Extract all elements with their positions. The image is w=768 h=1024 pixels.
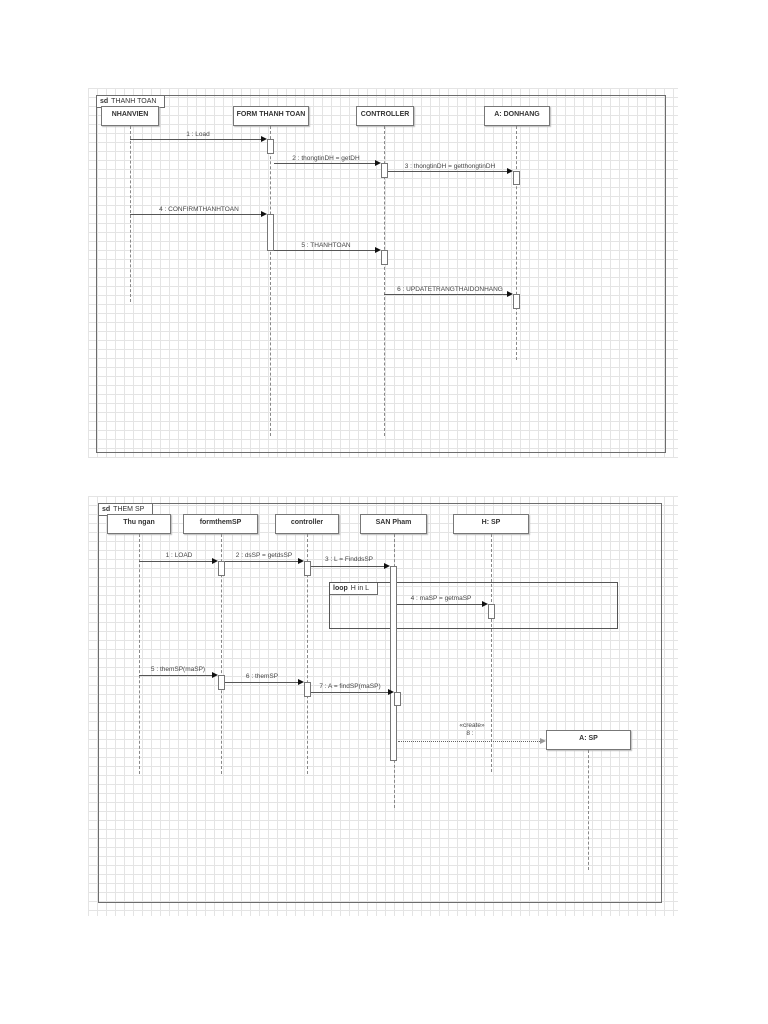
- message-arrow: [130, 139, 261, 140]
- lifeline-san-pham[interactable]: SAN Pham: [360, 514, 427, 534]
- message-label: 1 : LOAD: [165, 552, 193, 559]
- lifeline-dash: [491, 534, 492, 772]
- message-label: 5 : THANHTOAN: [301, 242, 351, 249]
- message-arrow: [384, 294, 507, 295]
- arrowhead-icon: [298, 558, 304, 564]
- activation-bar: [488, 604, 495, 619]
- loop-keyword: loop: [333, 585, 348, 592]
- message-arrow: [225, 561, 298, 562]
- activation-bar: [394, 692, 401, 706]
- lifeline-formthemsp[interactable]: formthemSP: [183, 514, 258, 534]
- lifeline-controller[interactable]: CONTROLLER: [356, 106, 414, 126]
- lifeline-controller[interactable]: controller: [275, 514, 339, 534]
- frame-keyword: sd: [100, 98, 109, 105]
- message-arrow: [225, 682, 298, 683]
- message-arrow: [397, 604, 482, 605]
- loop-guard: H in L: [350, 585, 370, 592]
- lifeline-a-donhang[interactable]: A: DONHANG: [484, 106, 550, 126]
- activation-bar: [267, 214, 274, 251]
- arrowhead-icon: [261, 136, 267, 142]
- activation-bar: [513, 171, 520, 185]
- arrowhead-icon: [507, 291, 513, 297]
- arrowhead-icon: [298, 679, 304, 685]
- activation-bar: [381, 163, 388, 178]
- arrowhead-icon: [212, 558, 218, 564]
- lifeline-dash: [516, 126, 517, 360]
- message-arrow: [311, 692, 388, 693]
- message-arrow: [139, 561, 212, 562]
- message-arrow: [274, 250, 375, 251]
- lifeline-h-sp[interactable]: H: SP: [453, 514, 529, 534]
- activation-bar: [218, 675, 225, 690]
- arrowhead-icon: [388, 689, 394, 695]
- arrowhead-icon: [375, 160, 381, 166]
- activation-bar-san-pham: [390, 566, 397, 761]
- arrowhead-icon: [375, 247, 381, 253]
- frame-keyword: sd: [102, 506, 111, 513]
- activation-bar: [267, 139, 274, 154]
- frame-title: THANH TOAN: [111, 98, 157, 105]
- message-arrow: [388, 171, 507, 172]
- message-label: 8 :: [466, 730, 474, 737]
- activation-bar: [218, 561, 225, 576]
- arrowhead-icon: [384, 563, 390, 569]
- arrowhead-icon: [482, 601, 488, 607]
- arrowhead-icon: [507, 168, 513, 174]
- message-label: 2 : thongtinDH = getDH: [292, 155, 360, 162]
- message-arrow: [311, 566, 384, 567]
- diagram-canvas-thanh-toan: [88, 88, 678, 458]
- message-label: 2 : dsSP = getdsSP: [235, 552, 293, 559]
- message-label: 4 : maSP = getmaSP: [410, 595, 472, 602]
- message-label: 5 : themSP(maSP): [150, 666, 206, 673]
- create-message-arrow: [398, 741, 540, 742]
- message-label: 6 : themSP: [245, 673, 279, 680]
- activation-bar: [304, 682, 311, 697]
- message-label: 7 : A = findSP(maSP): [319, 683, 381, 690]
- activation-bar: [304, 561, 311, 576]
- message-label: 4 : CONFIRMTHANHTOAN: [159, 206, 239, 213]
- arrowhead-icon: [212, 672, 218, 678]
- lifeline-dash: [307, 534, 308, 774]
- lifeline-nhanvien[interactable]: NHANVIEN: [101, 106, 159, 126]
- message-arrow: [139, 675, 212, 676]
- open-arrowhead-icon: [540, 738, 546, 744]
- lifeline-dash: [139, 534, 140, 774]
- arrowhead-icon: [261, 211, 267, 217]
- lifeline-dash: [588, 750, 589, 870]
- frame-title: THEM SP: [113, 506, 145, 513]
- lifeline-form-thanh-toan[interactable]: FORM THANH TOAN: [233, 106, 309, 126]
- lifeline-dash: [221, 534, 222, 774]
- lifeline-dash: [384, 126, 385, 436]
- activation-bar: [381, 250, 388, 265]
- message-label: 6 : UPDATETRANGTHAIDONHANG: [397, 286, 503, 293]
- message-label: 3 : L = FinddsSP: [325, 556, 373, 563]
- lifeline-thu-ngan[interactable]: Thu ngan: [107, 514, 171, 534]
- activation-bar: [513, 294, 520, 309]
- create-stereotype: «create»: [459, 722, 485, 729]
- lifeline-a-sp[interactable]: A: SP: [546, 730, 631, 750]
- message-arrow: [274, 163, 375, 164]
- message-label: 1 : Load: [186, 131, 210, 138]
- message-arrow: [130, 214, 261, 215]
- message-label: 3 : thongtinDH = getthongtinDH: [404, 163, 496, 170]
- lifeline-dash: [270, 126, 271, 436]
